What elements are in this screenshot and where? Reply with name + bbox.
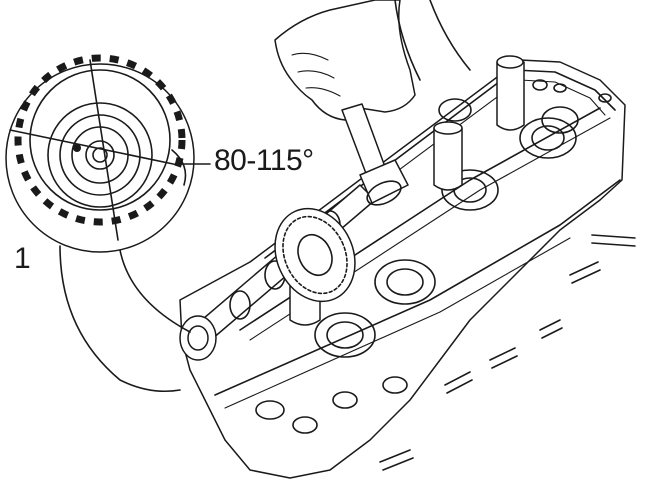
sprocket-detail-icon [5,54,211,393]
hand-tool-icon [274,0,471,206]
callout-number: 1 [14,242,31,275]
cylinder-head-icon [179,55,636,479]
angle-label: 80-115° [214,144,314,177]
